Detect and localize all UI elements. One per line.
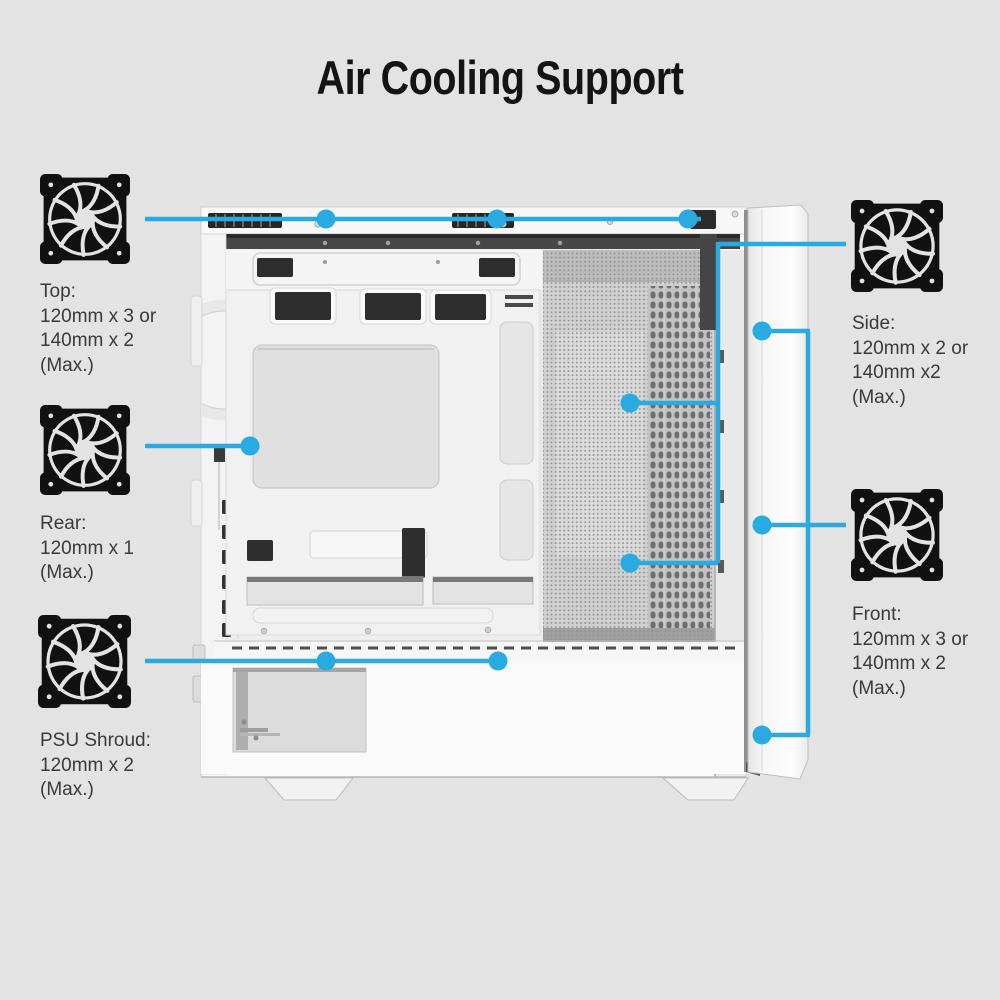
callout-dot [752, 321, 772, 341]
label-front: Front: 120mm x 3 or 140mm x 2 (Max.) [852, 603, 968, 701]
callout-dot [620, 553, 640, 573]
callout-dot [678, 209, 698, 229]
label-rear: Rear: 120mm x 1 (Max.) [40, 512, 134, 586]
psu-window [232, 667, 367, 753]
fan-icon-top [40, 174, 130, 264]
callout-dot [240, 436, 260, 456]
label-rear-heading: Rear: [40, 513, 87, 534]
callout-dot [316, 651, 336, 671]
cpu-cutout [252, 344, 440, 489]
label-front-heading: Front: [852, 604, 902, 625]
tray-top-beam [226, 250, 542, 290]
label-rear-line-1: 120mm x 1 [40, 537, 134, 559]
label-psu-line-1: 120mm x 2 [40, 754, 134, 776]
label-top-heading: Top: [40, 281, 76, 302]
callout-dot [620, 393, 640, 413]
callout-dot [752, 515, 772, 535]
label-front-line-2: 140mm x 2 [852, 653, 946, 674]
label-top-line-2: 140mm x 2 [40, 330, 134, 351]
label-psu-shroud: PSU Shroud: 120mm x 2 (Max.) [40, 729, 151, 803]
front-mesh-cage [543, 250, 715, 650]
label-rear-line-2: (Max.) [40, 562, 94, 583]
label-front-line-3: (Max.) [852, 677, 906, 699]
label-side-line-2: 140mm x2 [852, 362, 941, 383]
label-top: Top: 120mm x 3 or 140mm x 2 (Max.) [40, 280, 156, 378]
tray-lower-section [246, 528, 534, 635]
case-feet [201, 776, 749, 801]
label-front-line-1: 120mm x 3 or [852, 628, 969, 650]
label-top-line-3: (Max.) [40, 354, 94, 376]
fan-icon-front [851, 489, 943, 581]
label-psu-line-2: (Max.) [40, 779, 94, 800]
callout-dot [488, 651, 508, 671]
top-vent-gap [210, 234, 740, 249]
page-title: Air Cooling Support [316, 51, 684, 104]
label-side-heading: Side: [852, 313, 896, 334]
fan-icon-side [851, 200, 943, 292]
fan-icon-rear [40, 405, 130, 495]
callout-dot [487, 209, 507, 229]
callout-dot [752, 725, 772, 745]
callout-dot [316, 209, 336, 229]
label-psu-heading: PSU Shroud: [40, 730, 151, 751]
label-side: Side: 120mm x 2 or 140mm x2 (Max.) [852, 312, 968, 410]
label-side-line-1: 120mm x 2 or [852, 337, 969, 359]
fan-icon-psu-shroud [38, 615, 131, 708]
case-illustration [190, 204, 809, 801]
label-side-line-3: (Max.) [852, 386, 906, 408]
label-top-line-1: 120mm x 3 or [40, 305, 157, 327]
callout-annotations [145, 209, 846, 745]
psu-shroud [201, 640, 746, 774]
front-panel [744, 204, 809, 780]
